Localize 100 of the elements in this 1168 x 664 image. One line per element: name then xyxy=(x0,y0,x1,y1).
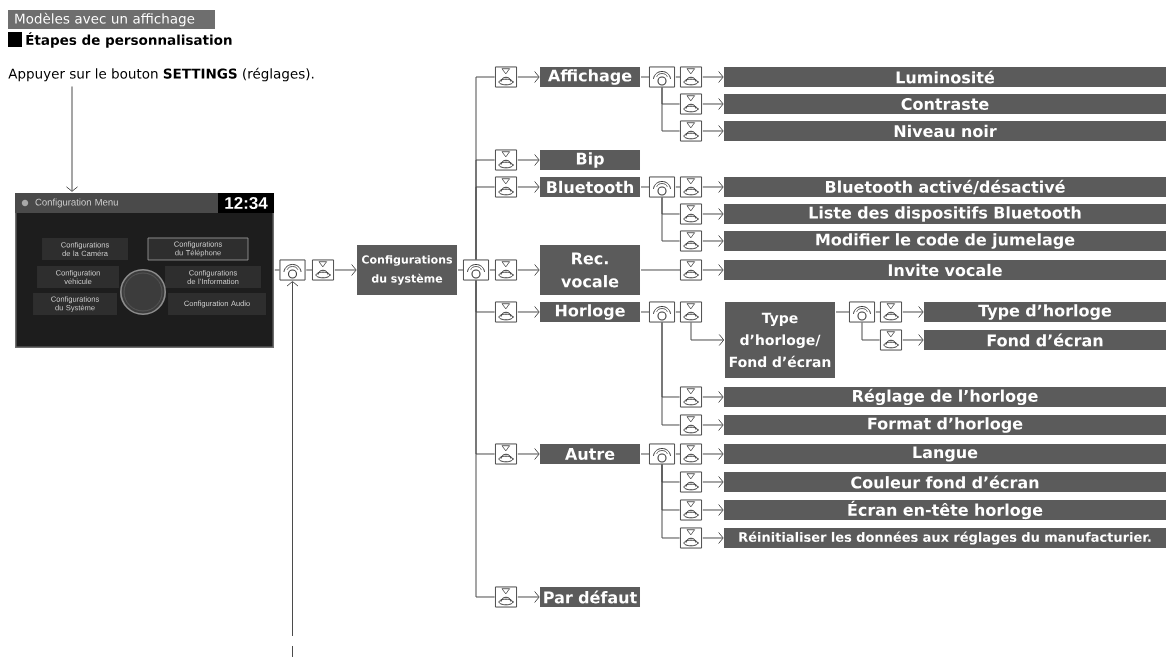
category-box: Horloge xyxy=(540,302,640,322)
press-knob-icon xyxy=(680,301,702,323)
arrow xyxy=(702,504,724,516)
press-knob-icon xyxy=(495,66,517,88)
arrow xyxy=(902,306,924,318)
arrow xyxy=(702,476,724,488)
setting-box: Écran en-tête horloge xyxy=(724,500,1166,520)
setting-box: Luminosité xyxy=(724,67,1166,87)
screen-title-bar: Configuration Menu xyxy=(15,193,218,213)
rotate-knob-icon xyxy=(649,443,675,465)
press-knob-icon xyxy=(680,414,702,436)
setting-box: Type d’horloge xyxy=(924,302,1166,322)
setting-box: Fond d’écran xyxy=(924,330,1166,350)
rotate-knob-icon xyxy=(649,176,675,198)
connector-line xyxy=(861,322,881,341)
arrow xyxy=(702,532,724,544)
connector-line xyxy=(835,311,850,313)
connector-line xyxy=(274,269,280,271)
arrow xyxy=(517,306,540,318)
dial-knob xyxy=(120,269,166,315)
connector-line xyxy=(640,76,650,78)
connector-line xyxy=(675,76,681,78)
arrow xyxy=(286,281,299,658)
connector-line xyxy=(640,311,650,313)
press-knob-icon xyxy=(495,259,517,281)
press-knob-icon xyxy=(880,329,902,351)
press-knob-icon xyxy=(680,527,702,549)
arrow xyxy=(702,208,724,220)
section-title: Étapes de personnalisation xyxy=(26,32,232,48)
press-knob-icon xyxy=(680,120,702,142)
setting-box: Liste des dispositifs Bluetooth xyxy=(724,204,1166,224)
arrow xyxy=(517,71,540,83)
arrow xyxy=(702,419,724,431)
connector-line xyxy=(661,197,681,242)
connector-line xyxy=(640,186,650,188)
setting-box: Réglage de l’horloge xyxy=(724,387,1166,407)
arrow xyxy=(517,154,540,166)
press-knob-icon xyxy=(495,176,517,198)
connector-line xyxy=(661,464,681,539)
clock-display: 12:34 xyxy=(218,193,274,213)
press-knob-icon xyxy=(680,471,702,493)
arrow xyxy=(902,334,924,346)
category-box: Bip xyxy=(540,150,640,170)
rotate-knob-icon xyxy=(279,259,306,281)
connector-line xyxy=(675,453,681,455)
arrow xyxy=(702,71,724,83)
category-box: Type d’horloge/ Fond d’écran xyxy=(725,302,835,378)
arrow xyxy=(702,235,724,247)
arrow xyxy=(702,264,724,276)
category-box: Autre xyxy=(540,444,640,464)
setting-box: Bluetooth activé/désactivé xyxy=(724,177,1166,197)
connector-line xyxy=(489,269,496,271)
press-knob-icon xyxy=(680,66,702,88)
press-knob-icon xyxy=(495,586,517,608)
setting-box: Format d’horloge xyxy=(724,415,1166,435)
arrow xyxy=(66,86,78,192)
press-knob-icon xyxy=(495,443,517,465)
arrow xyxy=(334,264,357,276)
press-knob-icon xyxy=(680,386,702,408)
press-knob-icon xyxy=(312,259,334,281)
press-knob-icon xyxy=(680,443,702,465)
connector-line xyxy=(875,311,881,313)
category-box: Par défaut xyxy=(540,587,640,607)
connector-line xyxy=(661,87,681,132)
arrow xyxy=(517,591,540,603)
section-tag: Modèles avec un affichage xyxy=(8,10,215,29)
press-knob-icon xyxy=(495,301,517,323)
press-knob-icon xyxy=(680,93,702,115)
connector-line xyxy=(475,186,496,260)
rotate-knob-icon xyxy=(649,66,675,88)
arrow xyxy=(517,448,540,460)
arrow xyxy=(517,264,540,276)
category-box: Affichage xyxy=(540,67,640,87)
rotate-knob-icon xyxy=(849,301,875,323)
arrow xyxy=(702,125,724,137)
arrow xyxy=(702,448,724,460)
category-box: Rec. vocale xyxy=(540,245,640,295)
press-knob-icon xyxy=(680,203,702,225)
setting-box: Invite vocale xyxy=(724,260,1166,280)
menu-box: Configurations du système xyxy=(357,245,457,295)
setting-box: Réinitialiser les données aux réglages du manufacturier. xyxy=(724,528,1166,548)
connector-line xyxy=(640,269,681,271)
connector-line xyxy=(661,322,681,426)
arrow xyxy=(690,322,725,346)
setting-box: Couleur fond d’écran xyxy=(724,472,1166,492)
setting-box: Contraste xyxy=(724,94,1166,114)
press-knob-icon xyxy=(680,230,702,252)
menu-screen xyxy=(15,193,274,348)
press-knob-icon xyxy=(880,301,902,323)
arrow xyxy=(702,391,724,403)
connector-line xyxy=(305,269,313,271)
arrow xyxy=(702,98,724,110)
press-knob-icon xyxy=(680,499,702,521)
setting-box: Modifier le code de jumelage xyxy=(724,231,1166,251)
press-knob-icon xyxy=(495,149,517,171)
connector-line xyxy=(475,280,496,598)
setting-box: Langue xyxy=(724,444,1166,464)
rotate-knob-icon xyxy=(649,301,675,323)
connector-line xyxy=(640,453,650,455)
connector-line xyxy=(675,186,681,188)
